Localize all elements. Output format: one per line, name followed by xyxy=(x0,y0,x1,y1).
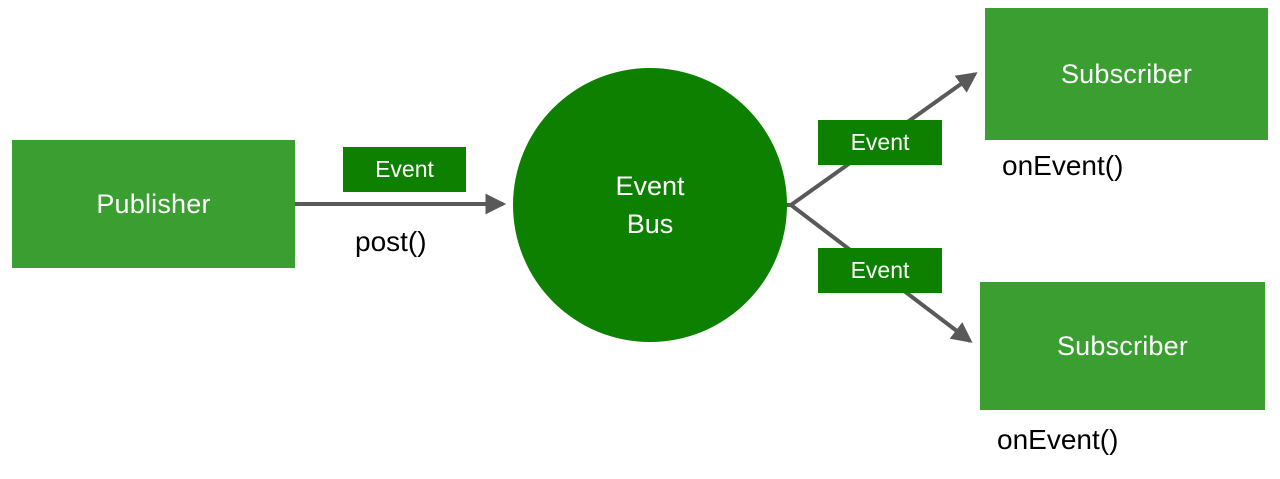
node-event-bus-label-line1: Event xyxy=(615,170,685,201)
event-chip-bus-to-subscriber-top[interactable]: Event xyxy=(818,120,942,165)
node-subscriber-top-label: Subscriber xyxy=(1060,58,1193,89)
node-publisher-label: Publisher xyxy=(96,188,211,219)
event-chip-bus-to-subscriber-bottom[interactable]: Event xyxy=(818,248,942,293)
node-event-bus-label-line2: Bus xyxy=(626,209,674,239)
edge-label-on-event-bottom: onEvent() xyxy=(997,424,1119,455)
event-chip-publisher-to-bus[interactable]: Event xyxy=(343,147,466,192)
event-chip-label: Event xyxy=(375,156,434,182)
node-subscriber-bottom-label: Subscriber xyxy=(1056,330,1189,361)
edge-label-on-event-top: onEvent() xyxy=(1002,150,1124,181)
node-publisher[interactable]: Publisher xyxy=(12,140,295,268)
node-event-bus[interactable]: Event Bus xyxy=(513,68,787,342)
event-chip-label: Event xyxy=(850,129,910,155)
edge-label-post: post() xyxy=(355,226,427,257)
node-subscriber-top[interactable]: Subscriber xyxy=(985,8,1268,140)
event-chip-label: Event xyxy=(850,257,910,283)
node-subscriber-bottom[interactable]: Subscriber xyxy=(980,282,1265,410)
